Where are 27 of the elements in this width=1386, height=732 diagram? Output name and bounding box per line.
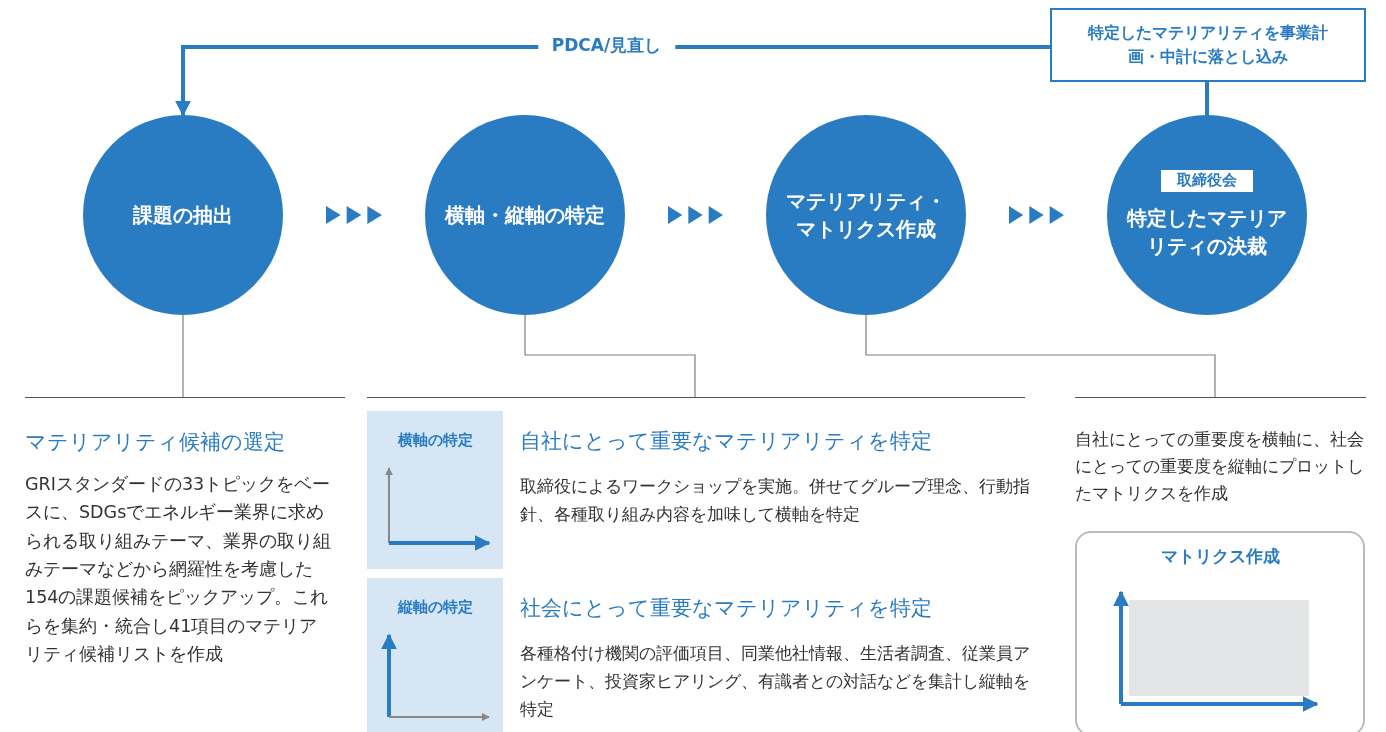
triple-arrow (668, 206, 723, 224)
description-text: 各種格付け機関の評価項目、同業他社情報、生活者調査、従業員アンケート、投資家ヒアリング、有識者との対話などを集計し縦軸を特定 (520, 643, 1030, 722)
card-title: マトリクス作成 (1159, 545, 1281, 568)
description-text: 自社にとっての重要度を横軸に、社会にとっての重要度を縦軸にプロットしたマトリクスを作成 (1075, 428, 1365, 506)
triple-arrow (1009, 206, 1064, 224)
step-title: 特定したマテリアリティの決裁 (1125, 204, 1288, 260)
leader-line (865, 314, 1216, 398)
role-badge: 取締役会 (1161, 170, 1253, 192)
note-box (1050, 8, 1366, 82)
step-title: マテリアリティ・マトリクス作成 (785, 188, 947, 243)
description-text: GRIスタンダードの33トピックをベースに、SDGsでエネルギー業界に求められる取り組みテーマ、業界の取り組みテーマなどから網羅性を考慮した154の課題候補をピックアップ。これらを集約・統合し41項目のマテリアリティ候補リストを作成 (25, 473, 332, 667)
step-title: 横軸・縦軸の特定 (445, 202, 605, 229)
section-heading: 社会にとって重要なマテリアリティを特定 (520, 595, 932, 622)
description-text: 取締役によるワークショップを実施。併せてグループ理念、行動指針、各種取り組み内容を加味して横軸を特定 (520, 476, 1030, 527)
edge-label: PDCA/見直し (537, 34, 676, 57)
leader-line (182, 314, 184, 398)
section-heading: 自社にとって重要なマテリアリティを特定 (520, 428, 932, 455)
panel-label: 縦軸の特定 (396, 598, 474, 617)
panel-label: 横軸の特定 (396, 431, 474, 450)
section-heading: マテリアリティ候補の選定 (25, 429, 285, 456)
step-title: 課題の抽出 (133, 202, 233, 229)
triple-arrow (326, 206, 382, 224)
leader-line (524, 314, 696, 398)
note-text: 特定したマテリアリティを事業計画・中計に落とし込み (1087, 22, 1329, 68)
axis-label-panel (367, 578, 503, 732)
connector-line (1205, 82, 1209, 115)
axis-label-panel (367, 411, 503, 569)
